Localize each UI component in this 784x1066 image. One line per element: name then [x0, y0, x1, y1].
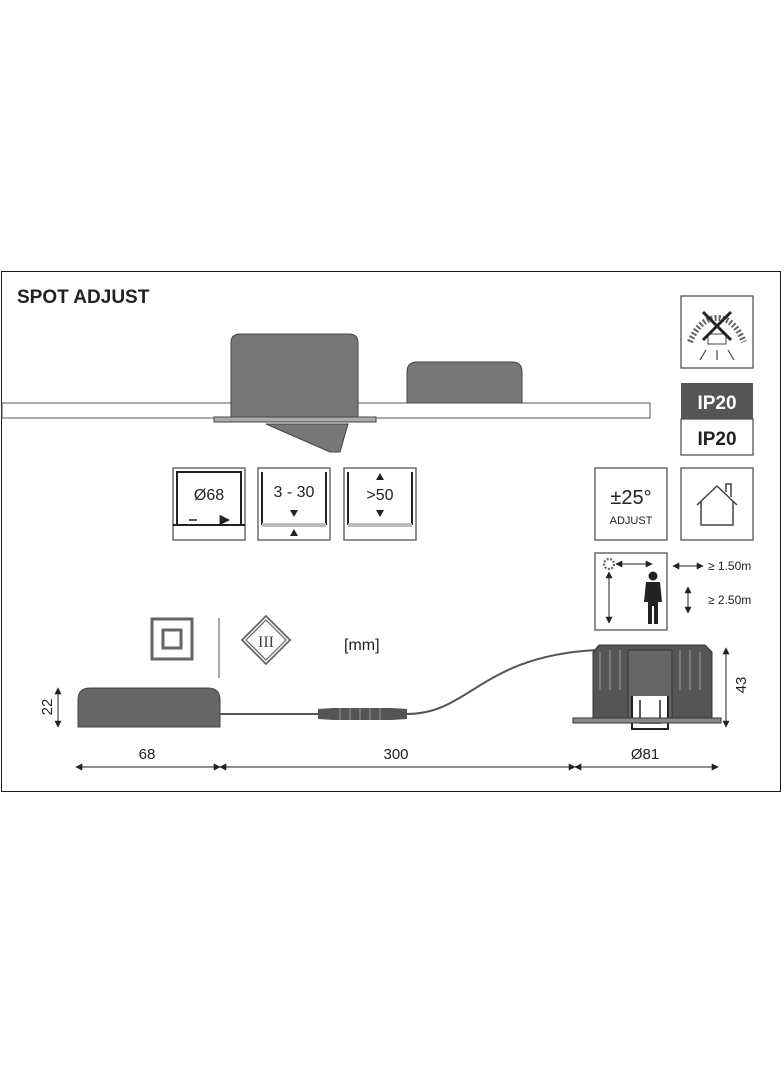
spot-height-dimension: 43	[733, 677, 750, 694]
cutout-diameter-box: Ø68	[172, 467, 246, 541]
cable-length-dimension: 300	[383, 746, 408, 763]
ip-rating-bottom: IP20	[697, 429, 736, 450]
indoor-house-icon	[680, 467, 754, 541]
protection-class-iii-icon: III	[240, 614, 292, 666]
protection-class-label: III	[258, 634, 274, 651]
horizontal-distance-label: ≥ 1.50m	[708, 559, 751, 573]
datasheet-frame	[1, 271, 781, 792]
page-title: SPOT ADJUST	[17, 287, 150, 308]
ceiling-thickness-label: 3 - 30	[274, 484, 315, 501]
spot-luminaire-illustration	[572, 644, 722, 730]
adjust-label: ADJUST	[610, 515, 653, 527]
installation-depth-label: >50	[366, 487, 393, 504]
ceiling-installation-illustration	[1, 333, 651, 453]
adjust-angle-label: ±25°	[610, 487, 651, 509]
driver-length-dimension: 68	[139, 746, 156, 763]
double-insulation-icon	[150, 617, 194, 661]
installation-depth-box: >50	[343, 467, 417, 541]
person-distance-icon	[594, 552, 704, 631]
no-insulation-cover-icon	[680, 295, 754, 369]
cutout-diameter-label: Ø68	[194, 487, 224, 504]
driver-height-dimension: 22	[39, 699, 56, 716]
driver-illustration	[77, 649, 598, 728]
units-label: [mm]	[344, 637, 380, 654]
spot-diameter-dimension: Ø81	[631, 746, 659, 763]
ip-rating-badge: IP20 IP20	[680, 383, 754, 456]
ip-rating-top: IP20	[697, 393, 736, 414]
adjust-angle-box: ±25° ADJUST	[594, 467, 668, 541]
ceiling-thickness-box: 3 - 30	[257, 467, 331, 541]
vertical-distance-label: ≥ 2.50m	[708, 593, 751, 607]
